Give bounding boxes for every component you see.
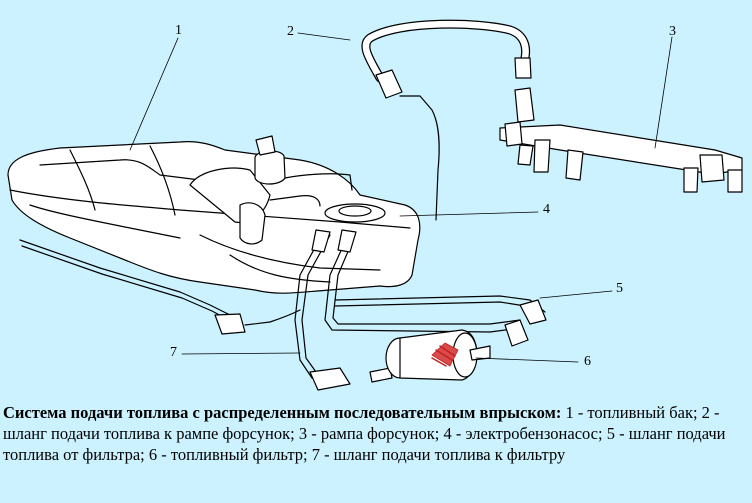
fuel-lines bbox=[19, 229, 547, 391]
callout-5: 5 bbox=[616, 281, 623, 296]
hose-to-fuel-rail bbox=[361, 19, 532, 221]
fuel-rail bbox=[499, 87, 743, 193]
fuel-filter bbox=[369, 329, 491, 383]
fuel-system-diagram bbox=[7, 19, 743, 391]
callout-1: 1 bbox=[175, 23, 182, 38]
caption-title: Система подачи топлива с распределенным … bbox=[3, 403, 562, 422]
figure-caption: Система подачи топлива с распределенным … bbox=[3, 402, 747, 465]
callout-6: 6 bbox=[584, 354, 591, 369]
leader-lines bbox=[129, 32, 673, 363]
callout-4: 4 bbox=[543, 202, 550, 217]
callout-7: 7 bbox=[170, 345, 177, 360]
caption-text: 1 - топливный бак; 2 - шланг подачи топл… bbox=[3, 403, 726, 464]
callout-2: 2 bbox=[287, 24, 294, 39]
callout-3: 3 bbox=[669, 24, 676, 39]
fuel-tank bbox=[7, 135, 421, 294]
